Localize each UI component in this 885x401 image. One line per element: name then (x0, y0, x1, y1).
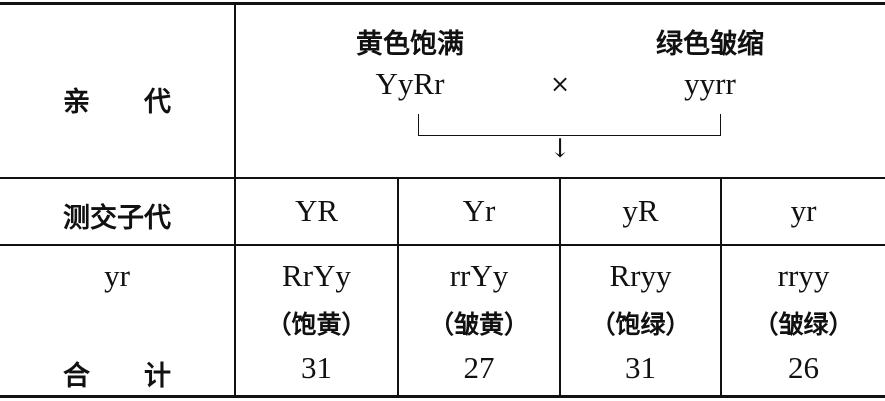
gamete-cell: yR (622, 193, 659, 228)
female-genotype: YyRr (375, 66, 445, 101)
bottom-border (0, 395, 885, 398)
column-divider (234, 4, 236, 396)
phenotype-cell: （皱黄） (428, 310, 529, 339)
genotype-cell: Rryy (609, 258, 672, 293)
row-divider (0, 177, 885, 179)
arrow-down-icon: ↓ (549, 134, 571, 164)
male-phenotype: 绿色皱缩 (656, 29, 764, 60)
phenotype-cell: （皱绿） (753, 310, 854, 339)
total-label: 合 计 (63, 361, 171, 392)
cross-symbol: × (549, 70, 571, 98)
top-border (0, 2, 885, 5)
gamete-yr-label: yr (104, 258, 130, 293)
column-divider (559, 178, 561, 396)
count-cell: 26 (788, 350, 819, 385)
genotype-cell: RrYy (282, 258, 351, 293)
cross-bracket-right (720, 114, 721, 136)
count-cell: 27 (463, 350, 495, 385)
parent-label: 亲 代 (63, 87, 171, 118)
gamete-cell: Yr (462, 193, 496, 228)
offspring-label: 测交子代 (63, 203, 171, 234)
column-divider (720, 178, 722, 396)
count-cell: 31 (625, 350, 656, 385)
gamete-cell: yr (790, 193, 817, 228)
column-divider (397, 178, 399, 396)
gamete-cell: YR (294, 193, 339, 228)
phenotype-cell: （饱绿） (590, 310, 691, 339)
cross-bracket-bottom (418, 135, 721, 136)
male-genotype: yyrr (684, 66, 736, 101)
genotype-cell: rryy (777, 258, 830, 293)
count-cell: 31 (301, 350, 332, 385)
row-divider (0, 244, 885, 246)
female-phenotype: 黄色饱满 (356, 29, 464, 60)
genotype-cell: rrYy (449, 258, 509, 293)
cross-bracket-left (418, 114, 419, 136)
phenotype-cell: （饱黄） (266, 310, 367, 339)
